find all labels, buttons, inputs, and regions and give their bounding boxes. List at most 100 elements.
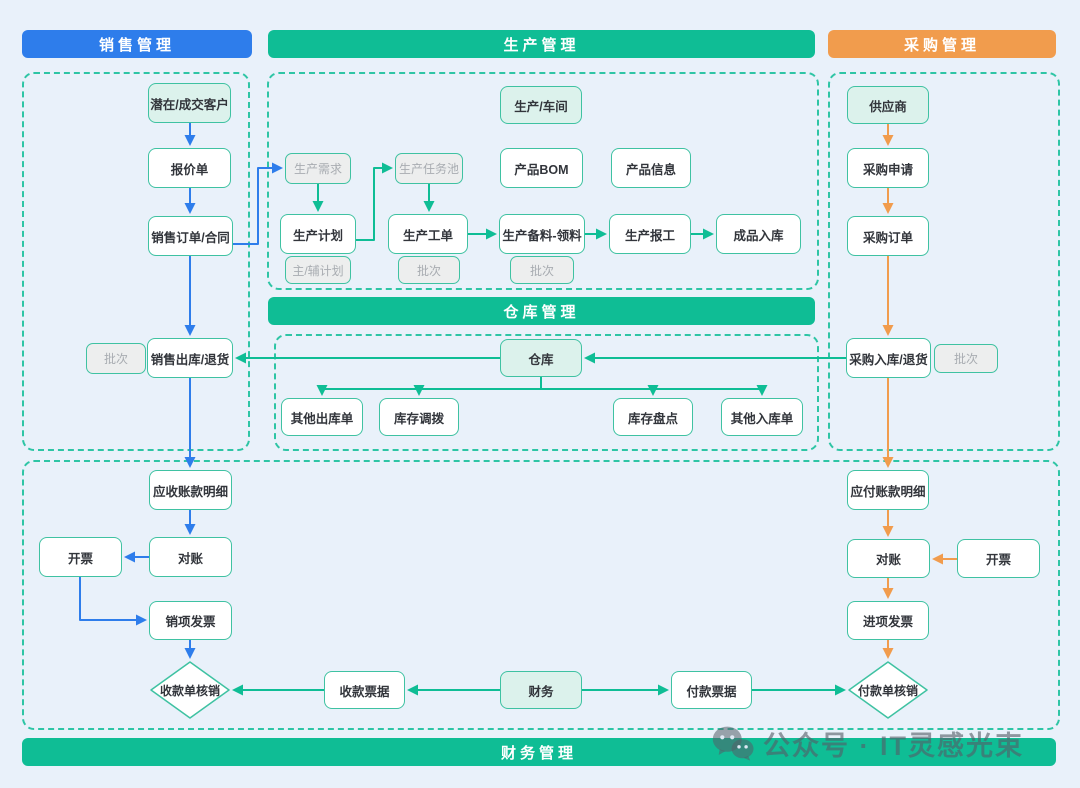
node-prod-material: 生产备料-领料: [499, 214, 585, 254]
node-prod-workorder-label: 生产工单: [402, 228, 453, 243]
purchase-region: [828, 72, 1060, 451]
warehouse-region: [274, 334, 819, 451]
node-finance-label: 财务: [528, 684, 554, 699]
node-finished-inbound: 成品入库: [716, 214, 801, 254]
node-stock-count: 库存盘点: [613, 398, 693, 436]
node-finished-inbound-label: 成品入库: [733, 228, 784, 243]
warehouse-header-label: 仓库管理: [503, 303, 580, 321]
node-main-aux-plan-label: 主/辅计划: [292, 263, 344, 278]
node-purchase-request: 采购申请: [847, 148, 929, 188]
node-purchase-invoice-label: 进项发票: [862, 615, 913, 629]
node-stock-transfer: 库存调拨: [379, 398, 459, 436]
node-billing-sales-label: 开票: [67, 551, 93, 566]
finance-header-label: 财务管理: [500, 744, 577, 762]
node-purchase-invoice: 进项发票: [847, 601, 929, 640]
node-warehouse: 仓库: [500, 339, 582, 377]
purchase-header-label: 采购管理: [903, 36, 980, 54]
node-batch-material-label: 批次: [529, 263, 554, 278]
node-billing-sales: 开票: [39, 537, 122, 577]
node-purchase-order: 采购订单: [847, 216, 929, 256]
node-stock-count-label: 库存盘点: [627, 411, 678, 426]
finance-header: 财务管理: [22, 738, 1056, 766]
node-purchase-inbound: 采购入库/退货: [846, 338, 931, 378]
warehouse-header: 仓库管理: [268, 297, 815, 325]
node-workshop: 生产/车间: [500, 86, 582, 124]
node-prod-task-pool-label: 生产任务池: [398, 162, 459, 176]
node-other-inbound-label: 其他入库单: [730, 411, 794, 426]
node-ap-detail: 应付账款明细: [847, 470, 929, 510]
node-product-bom-label: 产品BOM: [514, 162, 569, 177]
sales-region: [22, 72, 250, 451]
node-ar-detail: 应收账款明细: [149, 470, 232, 510]
node-batch-material: 批次: [510, 256, 574, 284]
node-sales-outbound-label: 销售出库/退货: [150, 352, 230, 367]
wechat-icon: [712, 726, 754, 761]
node-ar-detail-label: 应收账款明细: [152, 484, 228, 499]
node-ap-detail-label: 应付账款明细: [850, 484, 926, 499]
node-prod-report: 生产报工: [609, 214, 691, 254]
node-billing-purchase-label: 开票: [985, 553, 1011, 567]
node-supplier: 供应商: [847, 86, 929, 124]
node-prod-plan-label: 生产计划: [292, 228, 343, 243]
node-batch-purchase-label: 批次: [953, 352, 978, 366]
node-payment-writeoff-label: 付款单核销: [857, 683, 918, 698]
node-supplier-label: 供应商: [869, 99, 907, 114]
node-receipt-writeoff-label: 收款单核销: [159, 683, 220, 698]
node-reconcile-sales-label: 对账: [177, 551, 203, 566]
node-reconcile-sales: 对账: [149, 537, 232, 577]
purchase-header: 采购管理: [828, 30, 1056, 58]
node-customer: 潜在/成交客户: [148, 83, 231, 123]
node-prod-report-label: 生产报工: [624, 228, 675, 243]
node-sales-outbound: 销售出库/退货: [147, 338, 233, 378]
node-sales-invoice-label: 销项发票: [165, 615, 216, 629]
node-prod-demand-label: 生产需求: [293, 162, 342, 176]
watermark-text: 公众号 · IT灵感光束: [763, 731, 1024, 761]
node-payment-writeoff: 付款单核销: [848, 661, 928, 719]
node-other-inbound: 其他入库单: [721, 398, 803, 436]
node-batch-sales-label: 批次: [103, 352, 128, 366]
watermark: 公众号 · IT灵感光束: [712, 724, 1024, 763]
production-header: 生产管理: [268, 30, 815, 58]
node-prod-demand: 生产需求: [285, 153, 351, 184]
node-batch-sales: 批次: [86, 343, 146, 374]
node-customer-label: 潜在/成交客户: [150, 97, 229, 112]
node-billing-purchase: 开票: [957, 539, 1040, 578]
node-main-aux-plan: 主/辅计划: [285, 256, 351, 284]
node-reconcile-purchase: 对账: [847, 539, 930, 578]
node-payment-note-label: 付款票据: [686, 684, 737, 699]
node-batch-workorder: 批次: [398, 256, 460, 284]
node-purchase-inbound-label: 采购入库/退货: [849, 352, 928, 367]
node-sales-order: 销售订单/合同: [148, 216, 233, 256]
node-prod-task-pool: 生产任务池: [395, 153, 463, 184]
node-payment-note: 付款票据: [671, 671, 752, 709]
node-receipt-note: 收款票据: [324, 671, 405, 709]
node-workshop-label: 生产/车间: [514, 99, 568, 114]
node-other-outbound-label: 其他出库单: [290, 411, 354, 426]
node-sales-invoice: 销项发票: [149, 601, 232, 640]
node-prod-plan: 生产计划: [280, 214, 356, 254]
node-batch-purchase: 批次: [934, 344, 998, 373]
node-quotation: 报价单: [148, 148, 231, 188]
node-receipt-writeoff: 收款单核销: [150, 661, 230, 719]
node-product-info: 产品信息: [611, 148, 691, 188]
decision-diamond: [150, 661, 230, 719]
node-warehouse-label: 仓库: [528, 352, 554, 367]
production-header-label: 生产管理: [503, 36, 580, 54]
node-batch-workorder-label: 批次: [416, 263, 441, 278]
node-purchase-order-label: 采购订单: [862, 230, 913, 245]
node-finance: 财务: [500, 671, 582, 709]
node-other-outbound: 其他出库单: [281, 398, 363, 436]
node-quotation-label: 报价单: [170, 162, 209, 177]
node-receipt-note-label: 收款票据: [339, 684, 390, 699]
sales-header: 销售管理: [22, 30, 252, 58]
node-purchase-request-label: 采购申请: [862, 162, 913, 177]
node-prod-material-label: 生产备料-领料: [502, 228, 582, 243]
decision-diamond: [848, 661, 928, 719]
node-reconcile-purchase-label: 对账: [875, 553, 901, 567]
node-product-bom: 产品BOM: [500, 148, 583, 188]
node-product-info-label: 产品信息: [625, 162, 676, 177]
node-stock-transfer-label: 库存调拨: [393, 411, 444, 426]
finance-region: [22, 460, 1060, 730]
node-sales-order-label: 销售订单/合同: [151, 230, 230, 245]
